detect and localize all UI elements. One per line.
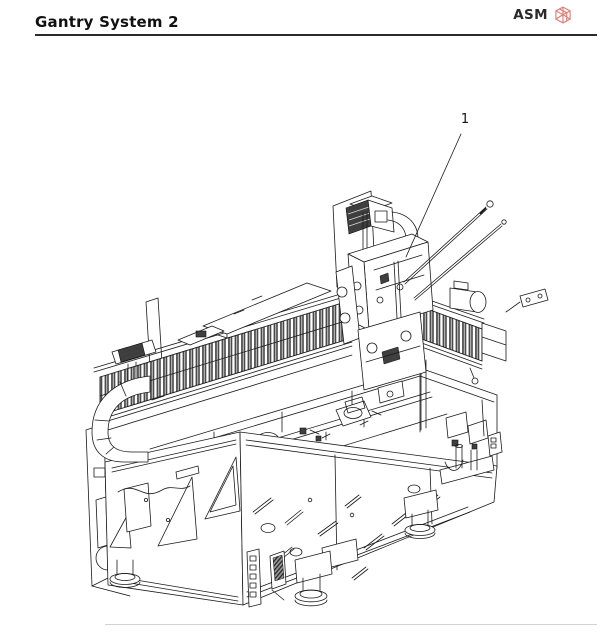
foot-left [109,559,141,588]
cable-chain-bend [91,339,157,463]
header-rule [35,34,597,36]
page-title: Gantry System 2 [35,13,179,31]
leveling-feet [109,489,439,607]
asm-logo: ASM [513,5,573,25]
asm-logo-text: ASM [513,7,548,23]
y-beam-right [405,280,549,385]
callout-leader [405,133,462,258]
probe-rods [403,200,507,301]
pneumatic-valve-cluster [439,399,503,485]
callout-1-label: 1 [460,112,470,127]
foot-center [294,550,333,607]
carriage-assembly [332,190,434,404]
footer-rule [105,624,597,625]
gantry-beam [93,289,355,434]
beam-cover-plate [177,282,332,346]
asm-cube-icon [555,6,571,24]
foot-right [403,489,439,539]
